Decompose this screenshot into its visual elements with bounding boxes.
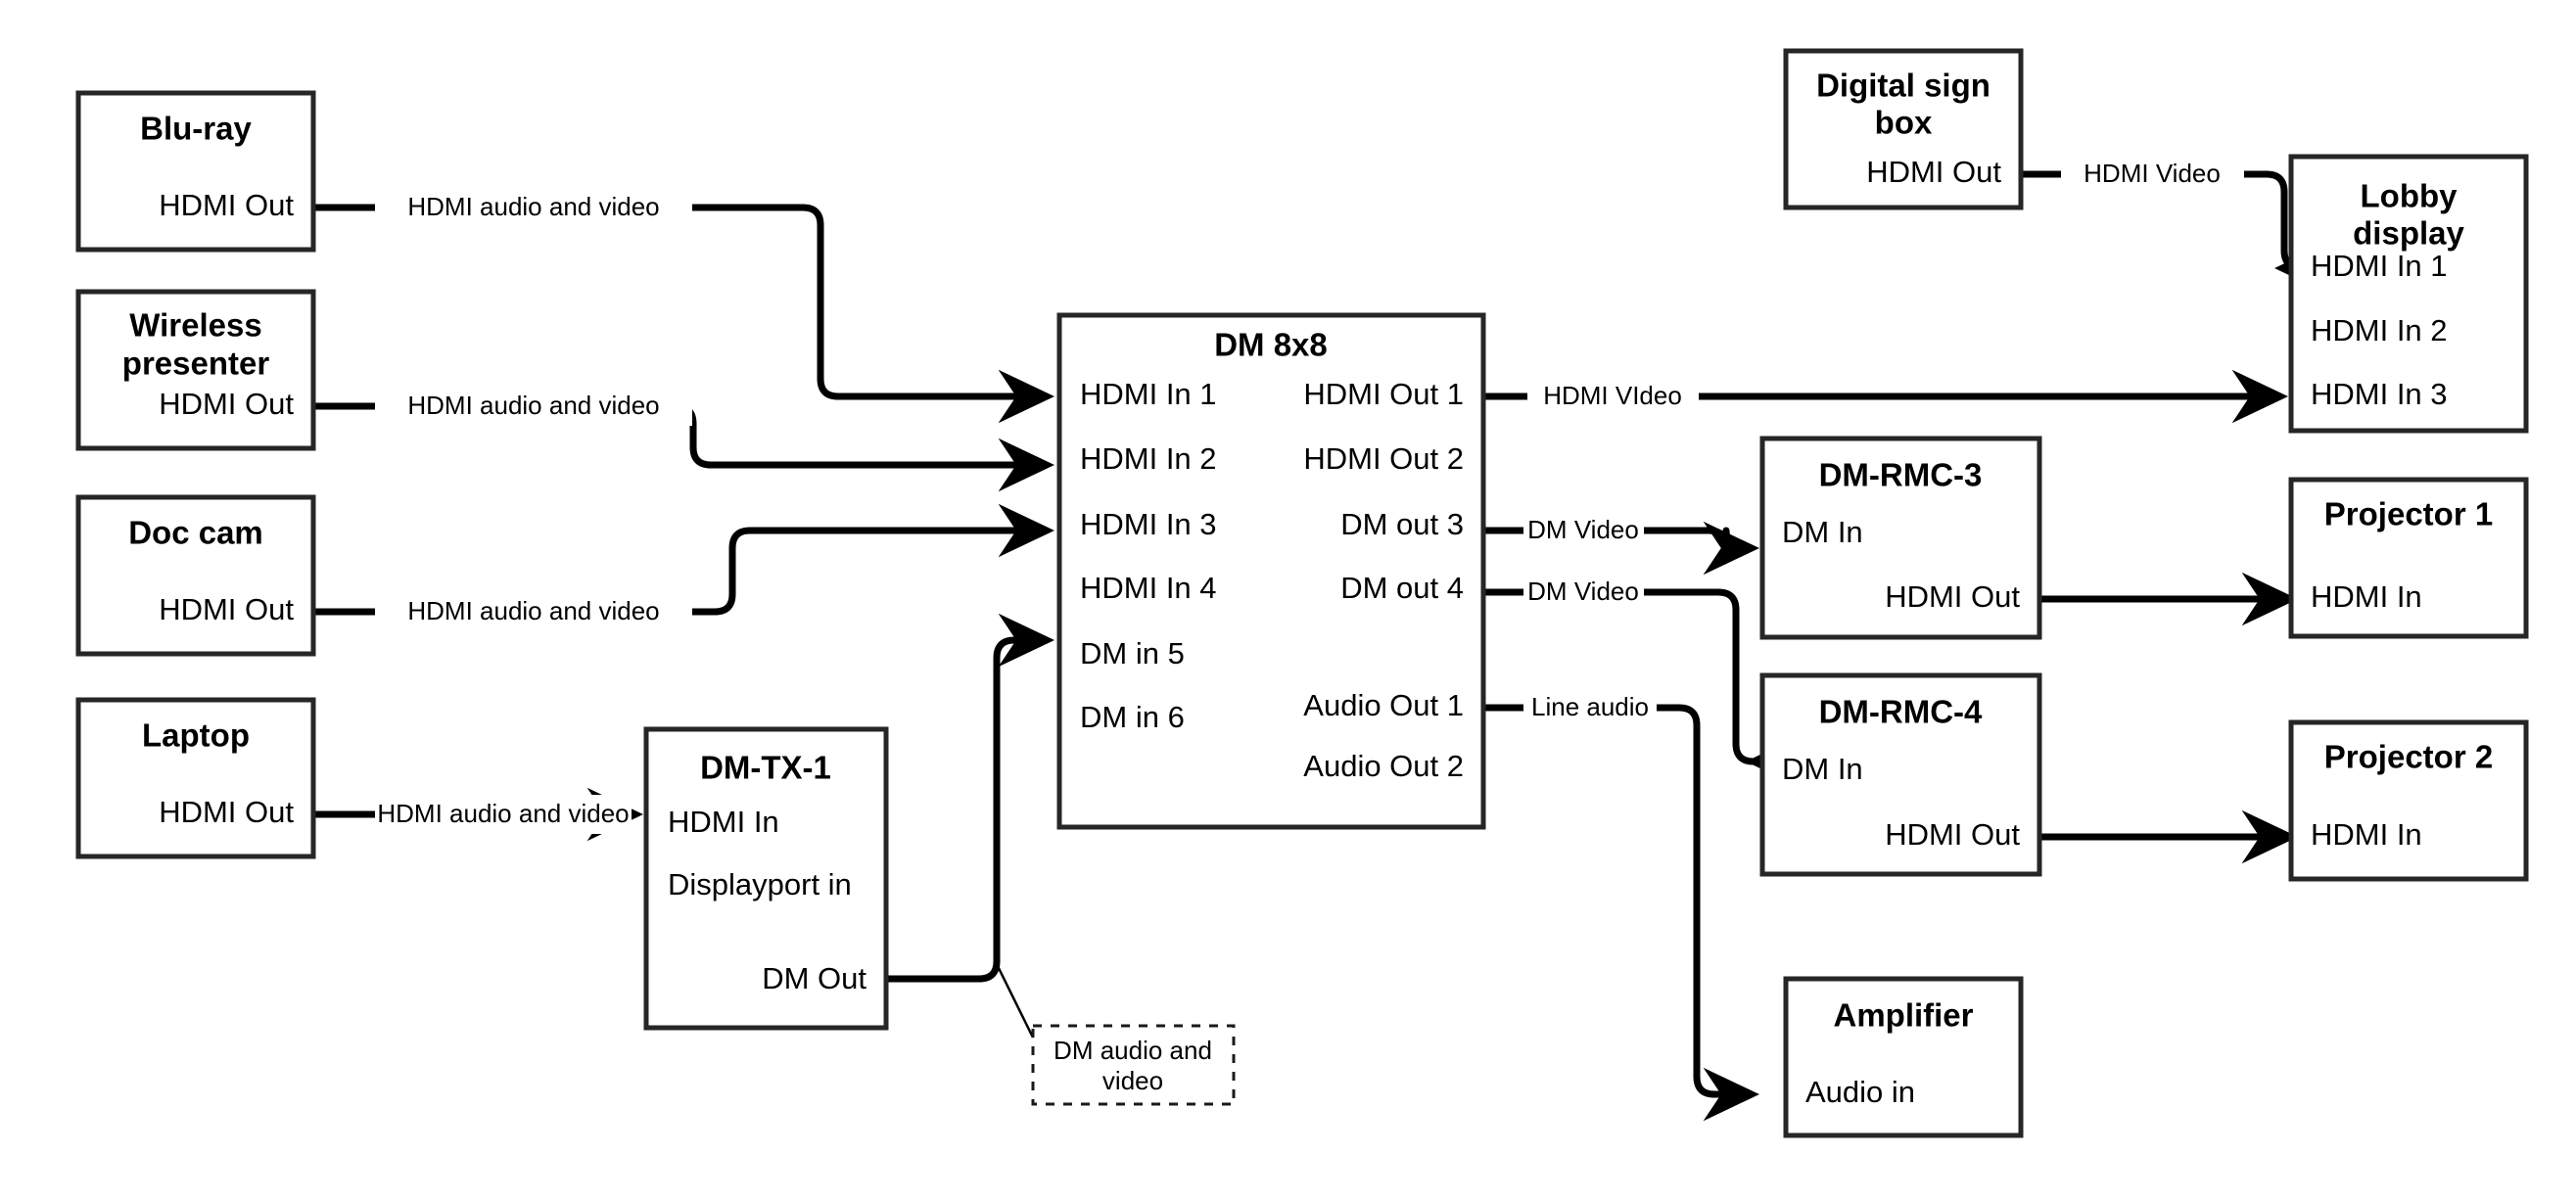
node-digital-sign-box[interactable]: Digital sign box HDMI Out	[1783, 48, 2024, 210]
node-dm-8x8-input-5: DM in 5	[1080, 636, 1185, 670]
node-lobby-display-title-line2: display	[2353, 215, 2464, 252]
node-dm-rmc-3-title: DM-RMC-3	[1819, 457, 1983, 493]
node-projector-2-title: Projector 2	[2324, 739, 2493, 775]
node-dm-rmc-4[interactable]: DM-RMC-4 DM In HDMI Out	[1759, 672, 2042, 877]
node-digital-sign-box-title-line2: box	[1875, 105, 1933, 141]
callout-dm-audio-video: DM audio and video	[1031, 1024, 1236, 1106]
edge-label-bluray: HDMI audio and video	[375, 188, 692, 227]
edge-label-audioout1-to-amp: Line audio	[1523, 688, 1657, 727]
node-bluray[interactable]: Blu-ray HDMI Out	[75, 90, 316, 253]
node-wireless-presenter-title-line2: presenter	[122, 346, 270, 382]
node-dm-rmc-4-port-hdmi-out: HDMI Out	[1885, 817, 2020, 852]
node-digital-sign-box-port-hdmi-out: HDMI Out	[1866, 155, 2001, 189]
node-laptop-port-hdmi-out: HDMI Out	[159, 795, 294, 829]
node-doc-cam-title: Doc cam	[128, 515, 263, 551]
node-lobby-display-input-3: HDMI In 3	[2311, 377, 2448, 411]
node-amplifier-title: Amplifier	[1833, 997, 1973, 1034]
node-dm-tx-1-port-dm-out: DM Out	[762, 961, 866, 995]
node-dm-8x8-output-4: DM out 4	[1340, 571, 1464, 605]
node-dm-8x8-output-1: HDMI Out 1	[1303, 377, 1464, 411]
node-dm-8x8-title: DM 8x8	[1214, 327, 1328, 363]
edge-label-audioout1-to-amp-text: Line audio	[1531, 692, 1649, 721]
node-lobby-display[interactable]: Lobby display HDMI In 1 HDMI In 2 HDMI I…	[2288, 154, 2529, 434]
node-projector-1-title: Projector 1	[2324, 496, 2493, 532]
node-projector-2[interactable]: Projector 2 HDMI In	[2288, 719, 2529, 882]
wire-dm8x8out3-to-rmc3	[1483, 521, 1760, 576]
edge-label-dmout3-to-rmc3: DM Video	[1523, 511, 1644, 550]
node-dm-tx-1[interactable]: DM-TX-1 HDMI In Displayport in DM Out	[643, 726, 889, 1031]
edge-label-sign-to-lobby: HDMI Video	[2061, 155, 2244, 194]
node-lobby-display-title-line1: Lobby	[2361, 178, 2459, 214]
node-dm-rmc-3[interactable]: DM-RMC-3 DM In HDMI Out	[1759, 436, 2042, 640]
node-dm-8x8-output-2: HDMI Out 2	[1303, 441, 1464, 476]
edge-label-dmout1-to-lobby: HDMI VIdeo	[1527, 377, 1699, 416]
edge-label-bluray-text: HDMI audio and video	[407, 192, 659, 221]
node-doc-cam-port-hdmi-out: HDMI Out	[159, 592, 294, 626]
node-laptop-title: Laptop	[142, 717, 250, 754]
node-dm-rmc-3-port-dm-in: DM In	[1782, 515, 1863, 549]
node-dm-8x8-output-3: DM out 3	[1340, 507, 1464, 541]
edge-label-dmout3-to-rmc3-text: DM Video	[1527, 515, 1639, 544]
node-dm-8x8[interactable]: DM 8x8 HDMI In 1 HDMI In 2 HDMI In 3 HDM…	[1056, 312, 1486, 830]
wire-dm8x8audio1-to-amplifier	[1483, 704, 1760, 1122]
edge-label-doccam: HDMI audio and video	[375, 592, 692, 631]
node-lobby-display-input-1: HDMI In 1	[2311, 249, 2448, 283]
node-laptop[interactable]: Laptop HDMI Out	[75, 697, 316, 859]
node-projector-1-port-hdmi-in: HDMI In	[2311, 579, 2422, 614]
edge-label-wireless-text: HDMI audio and video	[407, 391, 659, 420]
wire-bluray-to-dm8x8	[313, 204, 1055, 424]
node-wireless-presenter[interactable]: Wireless presenter HDMI Out	[75, 289, 316, 451]
node-bluray-title: Blu-ray	[140, 111, 252, 147]
node-bluray-port-hdmi-out: HDMI Out	[159, 188, 294, 222]
node-amplifier-port-audio-in: Audio in	[1805, 1075, 1915, 1109]
node-dm-tx-1-port-hdmi-in: HDMI In	[668, 805, 779, 839]
edge-label-dmout1-to-lobby-text: HDMI VIdeo	[1543, 381, 1682, 410]
callout-dm-audio-video-line2: video	[1102, 1066, 1163, 1095]
edge-label-doccam-text: HDMI audio and video	[407, 596, 659, 625]
edge-label-dmout4-to-rmc4: DM Video	[1523, 573, 1644, 612]
wire-doccam-to-dm8x8	[313, 503, 1055, 616]
node-dm-rmc-3-port-hdmi-out: HDMI Out	[1885, 579, 2020, 614]
edge-label-wireless: HDMI audio and video	[375, 387, 692, 426]
edge-label-sign-to-lobby-text: HDMI Video	[2084, 159, 2221, 188]
edge-label-laptop-text: HDMI audio and video	[377, 799, 629, 828]
node-dm-tx-1-port-displayport-in: Displayport in	[668, 867, 852, 901]
node-dm-rmc-4-port-dm-in: DM In	[1782, 752, 1863, 786]
edge-label-dmout4-to-rmc4-text: DM Video	[1527, 577, 1639, 606]
node-dm-8x8-output-5: Audio Out 1	[1303, 688, 1464, 722]
node-doc-cam[interactable]: Doc cam HDMI Out	[75, 494, 316, 657]
callout-leader-line	[995, 963, 1035, 1039]
node-dm-rmc-4-title: DM-RMC-4	[1819, 694, 1983, 730]
node-dm-8x8-input-3: HDMI In 3	[1080, 507, 1217, 541]
node-projector-1[interactable]: Projector 1 HDMI In	[2288, 477, 2529, 639]
node-digital-sign-box-title-line1: Digital sign	[1816, 68, 1991, 104]
wire-dm8x8out4-to-rmc4	[1483, 588, 1803, 789]
node-wireless-presenter-port-hdmi-out: HDMI Out	[159, 387, 294, 421]
callout-dm-audio-video-line1: DM audio and	[1054, 1036, 1212, 1065]
node-projector-2-port-hdmi-in: HDMI In	[2311, 817, 2422, 852]
node-dm-8x8-input-2: HDMI In 2	[1080, 441, 1217, 476]
node-dm-tx-1-title: DM-TX-1	[700, 750, 831, 786]
node-dm-8x8-input-4: HDMI In 4	[1080, 571, 1217, 605]
node-amplifier[interactable]: Amplifier Audio in	[1783, 976, 2024, 1138]
node-wireless-presenter-title-line1: Wireless	[129, 307, 261, 344]
node-dm-8x8-input-1: HDMI In 1	[1080, 377, 1217, 411]
edge-label-laptop: HDMI audio and video	[375, 795, 632, 834]
wire-dmtx1-to-dm8x8	[886, 613, 1055, 983]
node-lobby-display-input-2: HDMI In 2	[2311, 313, 2448, 347]
node-dm-8x8-output-6: Audio Out 2	[1303, 749, 1464, 783]
node-dm-8x8-input-6: DM in 6	[1080, 700, 1185, 734]
